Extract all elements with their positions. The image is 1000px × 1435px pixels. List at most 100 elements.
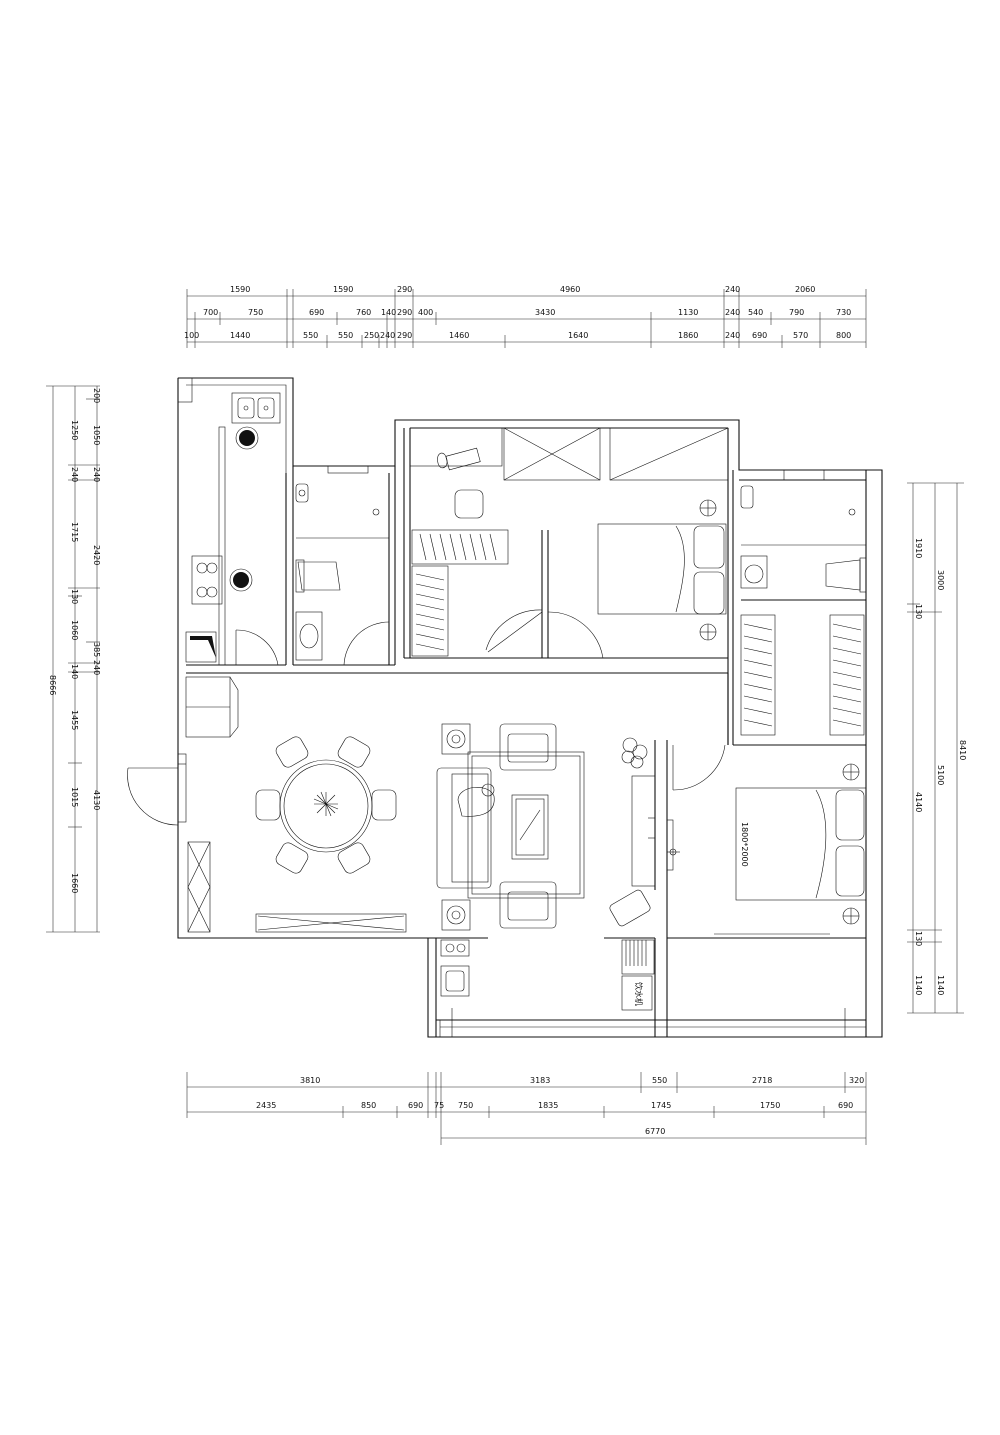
dim-right-mid-3: 1140 [936,975,945,995]
person-cooking [229,426,259,592]
dim-left-mid-6: 140 [70,664,79,679]
dim-top2-8: 3430 [535,308,555,317]
dim-top3-7: 290 [397,331,412,340]
dim-bottom2-2: 850 [361,1101,376,1110]
bathroom-right [740,485,867,593]
dim-right-inner-5: 1140 [914,975,923,995]
dim-bottom2-6: 1835 [538,1101,558,1110]
dim-top2-3: 690 [309,308,324,317]
dim-bottom-1: 3810 [300,1076,320,1085]
left-dimensions: 8666 1250 240 1715 130 1060 140 1455 101… [46,385,101,933]
dim-left-mid-4: 130 [70,589,79,604]
dim-top2-6: 290 [397,308,412,317]
dim-left-inner-2: 1050 [92,425,101,445]
dim-top3-13: 570 [793,331,808,340]
fridge [185,676,239,738]
bottom-dimensions: 3810 3183 550 2718 320 2435 850 690 75 7… [186,1072,867,1145]
dim-top3-9: 1640 [568,331,588,340]
dim-top2-7: 400 [418,308,433,317]
dim-top3-3: 550 [303,331,318,340]
kitchen [185,392,281,738]
dim-top-6: 2060 [795,285,815,294]
dim-right-mid-2: 5100 [936,765,945,785]
dim-right-mid-1: 3000 [936,570,945,590]
dim-top-5: 240 [725,285,740,294]
dim-top3-5: 250 [364,331,379,340]
dim-bottom2-5: 750 [458,1101,473,1110]
doors [127,609,726,826]
dim-top2-1: 700 [203,308,218,317]
dim-top3-4: 550 [338,331,353,340]
dim-left-mid-5: 1060 [70,620,79,640]
dim-bottom2-7: 1745 [651,1101,671,1110]
kitchen-sink [231,392,281,424]
hall-closets [503,427,729,481]
dim-top3-11: 240 [725,331,740,340]
master-bedroom: 1800*2000 [621,614,867,925]
dim-top2-2: 750 [248,308,263,317]
water-dispenser: 饮水机 [621,939,655,1011]
bed-size-label: 1800*2000 [740,822,749,867]
dim-left-inner-4: 2420 [92,545,101,565]
dim-left-mid-8: 1015 [70,787,79,807]
dim-bottom-2: 3183 [530,1076,550,1085]
dining-area [187,736,407,933]
dim-top-2: 1590 [333,285,353,294]
dim-left-total: 8666 [48,675,57,695]
dim-bottom-5: 320 [849,1076,864,1085]
top-dimensions: 1590 1590 290 4960 240 2060 700 750 690 … [184,285,867,348]
stove [191,555,223,605]
dim-bottom2-9: 690 [838,1101,853,1110]
dim-bottom2-8: 1750 [760,1101,780,1110]
study-room [409,427,509,657]
dim-bottom2-4: 75 [434,1101,444,1110]
dim-left-mid-7: 1455 [70,710,79,730]
dim-top2-12: 790 [789,308,804,317]
dim-bottom-total: 6770 [645,1127,665,1136]
dim-top3-8: 1460 [449,331,469,340]
person-sofa [457,783,495,817]
dim-top-4: 4960 [560,285,580,294]
dim-left-inner-1: 200 [92,388,101,403]
dim-right-inner-1: 1910 [914,538,923,558]
dim-left-inner-3: 240 [92,467,101,482]
windows [177,465,866,1037]
dim-top3-10: 1860 [678,331,698,340]
dim-top2-5: 140 [381,308,396,317]
dim-top-3: 290 [397,285,412,294]
dim-bottom-3: 550 [652,1076,667,1085]
dining-chairs [255,736,397,874]
dim-top3-12: 690 [752,331,767,340]
dim-left-inner-7: 4130 [92,790,101,810]
dim-top3-1: 100 [184,331,199,340]
dim-right-total: 8410 [958,740,967,760]
dim-top2-13: 730 [836,308,851,317]
plant [621,737,648,769]
dim-bottom2-1: 2435 [256,1101,276,1110]
dim-top2-11: 540 [748,308,763,317]
dim-top-1: 1590 [230,285,250,294]
dim-right-inner-2: 130 [914,604,923,619]
right-dimensions: 8410 3000 5100 1140 1910 130 4140 130 11… [907,482,967,1014]
dim-right-inner-4: 130 [914,931,923,946]
dim-top3-6: 240 [380,331,395,340]
living-room [436,723,651,931]
dim-left-mid-9: 1660 [70,873,79,893]
bathroom-left [295,483,389,661]
dim-bottom2-3: 690 [408,1101,423,1110]
dim-top2-10: 240 [725,308,740,317]
dim-left-mid-3: 1715 [70,522,79,542]
dim-left-inner-5: 385 [92,642,101,657]
dim-right-inner-3: 4140 [914,792,923,812]
dim-top2-4: 760 [356,308,371,317]
dim-bottom-4: 2718 [752,1076,772,1085]
dim-left-mid-2: 240 [70,467,79,482]
dim-top3-2: 1440 [230,331,250,340]
bedroom-second [597,499,727,641]
dim-left-mid-1: 1250 [70,420,79,440]
dim-top3-14: 800 [836,331,851,340]
dim-top2-9: 1130 [678,308,698,317]
dim-left-inner-6: 240 [92,660,101,675]
water-dispenser-label: 饮水机 [634,982,644,1006]
